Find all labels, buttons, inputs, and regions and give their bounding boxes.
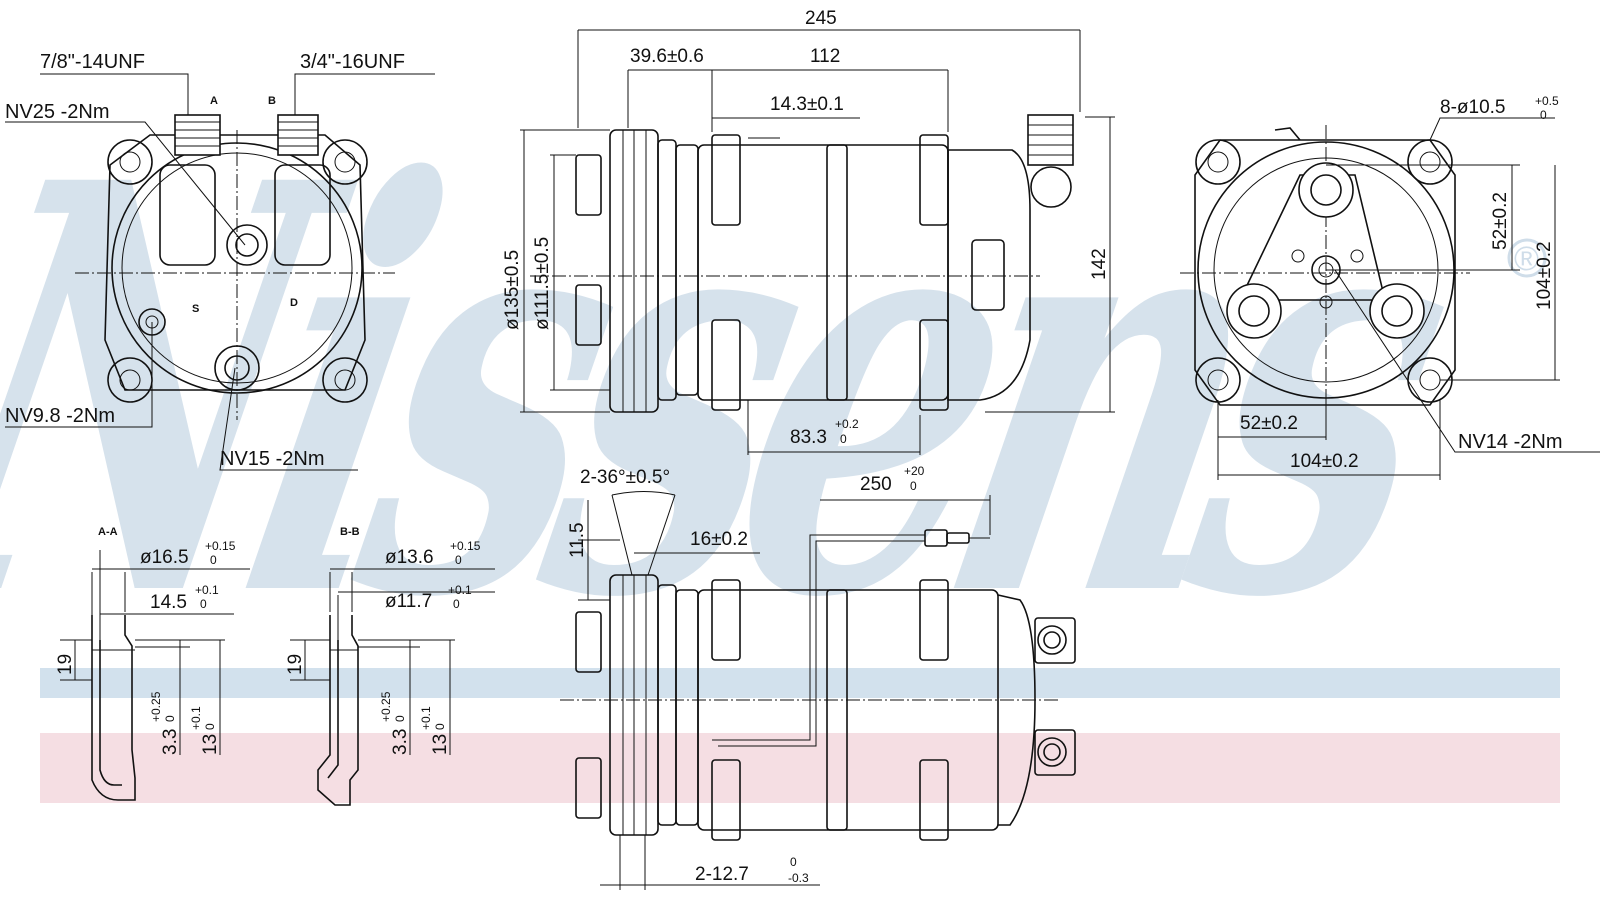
dim-dia-135: ø135±0.5 [502,250,523,330]
dim-height-142: 142 [1089,248,1110,280]
port-s-label: S [192,303,199,315]
section-bb: B-B ø13.6 +0.15 0 ø11.7 +0.1 0 19 3.3 +0… [285,526,495,806]
aa-v33: 3.3 [160,729,181,755]
groove-label: 2-12.7 [695,864,749,885]
aa-v13-up: +0.1 [189,706,203,730]
nv14-label: NV14 -2Nm [1458,431,1562,453]
dim-dia-1115: ø111.5±0.5 [532,237,553,330]
nv15-label: NV15 -2Nm [220,448,324,470]
side-view: 245 39.6±0.6 112 14.3±0.1 83.3 +0.2 0 ø1… [502,8,1115,455]
aa-width-up: +0.1 [195,583,219,597]
bb-v33: 3.3 [390,729,411,755]
bb-v13-low: 0 [433,723,447,730]
rear-holes-tol-up: +0.5 [1535,94,1559,108]
groove-tol-up: 0 [790,855,797,869]
dim-112: 112 [810,46,840,67]
dim-115: 11.5 [567,522,588,558]
dim-143: 14.3±0.1 [770,94,844,115]
dim-833-tol-up: +0.2 [835,417,859,431]
nv98-label: NV9.8 -2Nm [5,405,115,427]
aa-dia-outer: ø16.5 [140,547,189,568]
aa-width-low: 0 [200,597,207,611]
bb-h19: 19 [285,654,306,675]
watermark: Nissens ® [0,62,1560,803]
band-blue [40,668,1560,698]
rear-h52: 52±0.2 [1240,413,1298,434]
band-red [40,733,1560,803]
bb-v33-low: 0 [393,715,407,722]
aa-width: 14.5 [150,592,187,613]
bb-v13-up: +0.1 [419,706,433,730]
aa-h19: 19 [55,654,76,675]
wire-label: 250 [860,474,892,495]
section-bb-title: B-B [340,526,360,538]
thread-b-label: 3/4"-16UNF [300,51,405,73]
groove-tol-low: -0.3 [788,871,809,885]
rear-view: 8-ø10.5 +0.5 0 52±0.2 104±0.2 52±0.2 104… [1180,94,1600,480]
dim-833-tol-low: 0 [840,432,847,446]
rear-v104: 104±0.2 [1534,241,1555,310]
aa-v13: 13 [200,734,221,755]
bb-dia-inner-up: +0.1 [448,583,472,597]
aa-v13-low: 0 [203,723,217,730]
rear-holes-tol-low: 0 [1540,108,1547,122]
nv25-label: NV25 -2Nm [5,101,109,123]
watermark-text: Nissens [0,62,1498,721]
bb-dia-outer-up: +0.15 [450,539,481,553]
bottom-view: 2-36°±0.5° 11.5 250 +20 0 16±0.2 2-12.7 … [560,464,1076,890]
dim-833: 83.3 [790,427,827,448]
port-b-label: B [268,95,276,107]
bb-v33-up: +0.25 [379,691,393,722]
wire-tol-up: +20 [904,464,925,478]
aa-dia-outer-up: +0.15 [205,539,236,553]
rear-v52: 52±0.2 [1490,192,1511,250]
front-view: A B S D 7/8"-14UNF 3/4"-16UNF NV25 -2Nm … [5,51,435,471]
bb-dia-inner-low: 0 [453,597,460,611]
port-a-label: A [210,95,218,107]
section-aa-title: A-A [98,526,118,538]
registered-mark: ® [1514,240,1539,278]
bb-v13: 13 [430,734,451,755]
bb-dia-outer-low: 0 [455,553,462,567]
rear-holes-label: 8-ø10.5 [1440,97,1505,118]
registered-mark-circle [1507,238,1547,278]
dim-396: 39.6±0.6 [630,46,704,67]
rear-h104: 104±0.2 [1290,451,1359,472]
aa-v33-low: 0 [163,715,177,722]
bb-dia-outer: ø13.6 [385,547,434,568]
aa-dia-outer-low: 0 [210,553,217,567]
port-d-label: D [290,297,298,309]
aa-v33-up: +0.25 [149,691,163,722]
section-aa: A-A ø16.5 +0.15 0 14.5 +0.1 0 19 3.3 +0.… [55,526,250,801]
bb-dia-inner: ø11.7 [385,591,432,612]
thread-a-label: 7/8"-14UNF [40,51,145,73]
wire-tol-low: 0 [910,479,917,493]
angle-label: 2-36°±0.5° [580,467,670,488]
dim-16: 16±0.2 [690,529,748,550]
dim-overall-length: 245 [805,8,837,29]
